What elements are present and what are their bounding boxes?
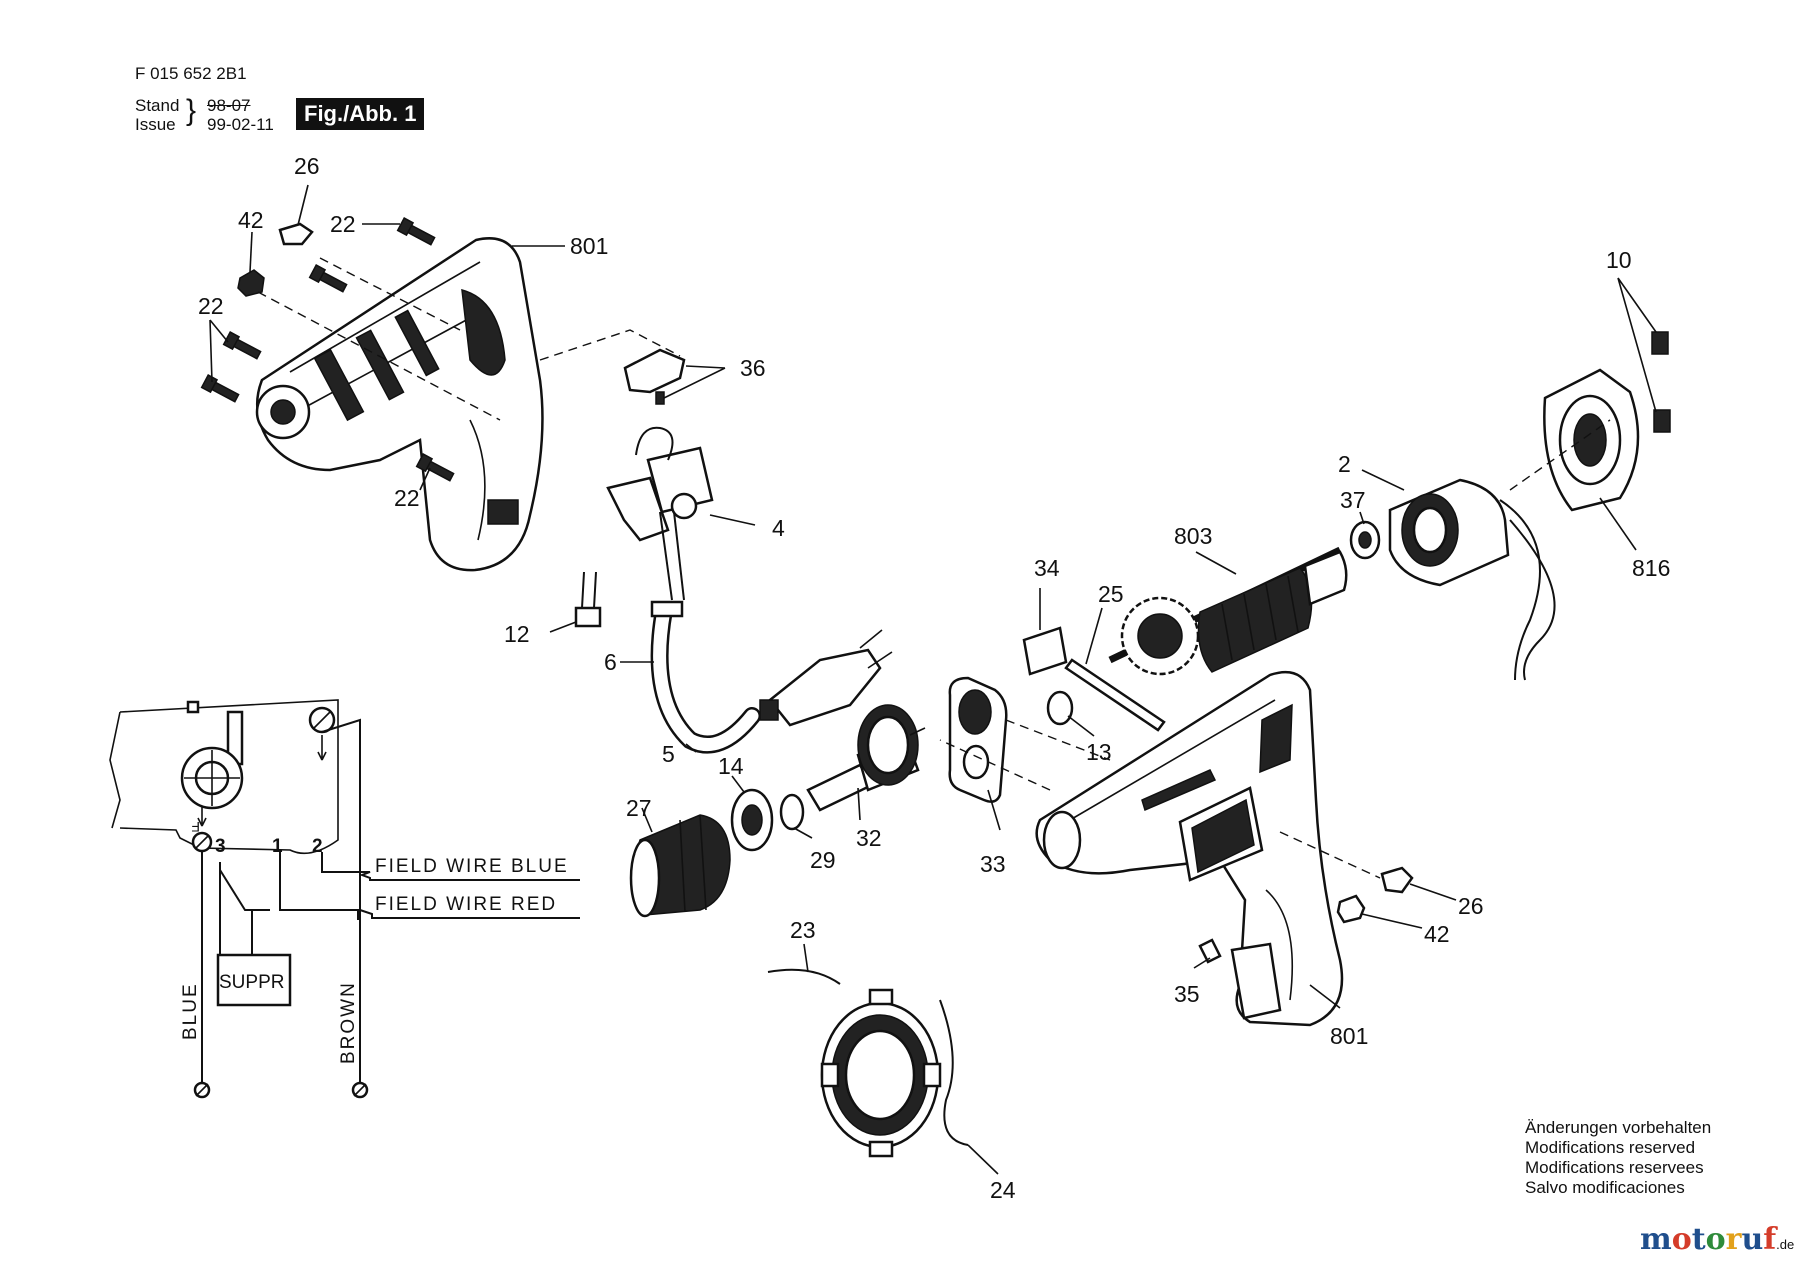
brown-label: BROWN bbox=[338, 981, 359, 1064]
latch-26-top bbox=[278, 222, 314, 246]
suppressor-label: SUPPR bbox=[219, 972, 284, 993]
label-35: 35 bbox=[1174, 981, 1200, 1007]
note-line-4: Salvo modificaciones bbox=[1525, 1178, 1685, 1197]
label-42-bottom: 42 bbox=[1424, 921, 1450, 947]
switch-4 bbox=[606, 426, 714, 601]
bearing-plate-33 bbox=[948, 676, 1008, 803]
issue-label: Issue bbox=[135, 115, 176, 134]
label-6: 6 bbox=[604, 649, 617, 675]
note-line-1: Änderungen vorbehalten bbox=[1525, 1118, 1712, 1137]
label-24: 24 bbox=[990, 1177, 1016, 1203]
label-801-bottom: 801 bbox=[1330, 1023, 1368, 1049]
issue-date: 99-02-11 bbox=[207, 115, 274, 134]
note-line-3: Modifications reservees bbox=[1525, 1158, 1704, 1177]
latch-26-bottom bbox=[1380, 866, 1414, 894]
terminal-2-label: 2 bbox=[312, 836, 323, 857]
label-42-top: 42 bbox=[238, 207, 264, 233]
logo-letter: f bbox=[1763, 1222, 1777, 1257]
f-mark-label: F bbox=[191, 819, 200, 835]
housing-half-left bbox=[255, 237, 544, 572]
armature-803 bbox=[1108, 546, 1348, 676]
chuck-27 bbox=[629, 814, 731, 918]
knob-42-top bbox=[237, 269, 265, 297]
logo-letter: o bbox=[1671, 1222, 1692, 1257]
label-14: 14 bbox=[718, 753, 744, 779]
field-coil-2 bbox=[1388, 478, 1556, 681]
note-line-2: Modifications reserved bbox=[1525, 1138, 1696, 1157]
leader-lines bbox=[209, 184, 1657, 1175]
screw-22-group bbox=[200, 217, 455, 482]
housing-half-right bbox=[1035, 670, 1344, 1027]
label-22-a: 22 bbox=[330, 211, 356, 237]
brace-icon: } bbox=[186, 94, 197, 127]
washer-13 bbox=[1046, 690, 1074, 726]
stator-23-24 bbox=[767, 968, 969, 1158]
brush-holder-816 bbox=[1543, 368, 1640, 512]
logo-letter: r bbox=[1725, 1222, 1742, 1257]
label-25: 25 bbox=[1098, 581, 1124, 607]
label-10: 10 bbox=[1606, 247, 1632, 273]
bearing-37 bbox=[1349, 520, 1381, 560]
terminal-1-label: 1 bbox=[272, 836, 283, 857]
label-803: 803 bbox=[1174, 523, 1212, 549]
plug-5 bbox=[759, 629, 893, 727]
key-25 bbox=[1064, 658, 1166, 732]
stand-date: 98-07 bbox=[207, 96, 251, 115]
stand-label: Stand bbox=[135, 96, 180, 115]
field-wire-blue-label: FIELD WIRE BLUE bbox=[375, 856, 569, 877]
label-22-c: 22 bbox=[394, 485, 420, 511]
spindle-gear-32 bbox=[806, 704, 926, 812]
label-32: 32 bbox=[856, 825, 882, 851]
label-801-top: 801 bbox=[570, 233, 608, 259]
knob-42-bottom bbox=[1336, 894, 1366, 924]
field-wire-red-label: FIELD WIRE RED bbox=[375, 894, 557, 915]
terminal-3-label: 3 bbox=[215, 836, 226, 857]
label-12: 12 bbox=[504, 621, 530, 647]
figure-badge: Fig./Abb. 1 bbox=[296, 98, 425, 130]
logo-letter: u bbox=[1741, 1222, 1764, 1257]
retaining-ring-29 bbox=[779, 793, 805, 831]
carbon-brushes-10 bbox=[1651, 331, 1671, 433]
motoruf-logo[interactable]: motoruf.de bbox=[1640, 1222, 1794, 1257]
label-816: 816 bbox=[1632, 555, 1670, 581]
capacitor-12 bbox=[574, 571, 602, 628]
label-27: 27 bbox=[626, 795, 652, 821]
wiring-schematic bbox=[109, 699, 580, 1099]
bearing-14 bbox=[730, 788, 774, 852]
switch-lever-36 bbox=[539, 329, 686, 405]
logo-wordmark: motoruf bbox=[1640, 1222, 1776, 1257]
label-23: 23 bbox=[790, 917, 816, 943]
label-22-b: 22 bbox=[198, 293, 224, 319]
logo-letter: m bbox=[1640, 1222, 1672, 1257]
label-33: 33 bbox=[980, 851, 1006, 877]
label-29: 29 bbox=[810, 847, 836, 873]
power-cable-6 bbox=[650, 600, 761, 754]
blue-label: BLUE bbox=[180, 982, 201, 1040]
label-34: 34 bbox=[1034, 555, 1060, 581]
logo-suffix: .de bbox=[1776, 1237, 1795, 1252]
logo-letter: t bbox=[1691, 1222, 1706, 1257]
label-13: 13 bbox=[1086, 739, 1112, 765]
label-26-top: 26 bbox=[294, 153, 320, 179]
label-37: 37 bbox=[1340, 487, 1366, 513]
document-number: F 015 652 2B1 bbox=[135, 64, 247, 83]
pin-35 bbox=[1198, 938, 1222, 964]
label-36: 36 bbox=[740, 355, 766, 381]
label-26-bottom: 26 bbox=[1458, 893, 1484, 919]
label-4: 4 bbox=[772, 515, 785, 541]
logo-letter: o bbox=[1705, 1222, 1726, 1257]
label-2: 2 bbox=[1338, 451, 1351, 477]
part-34 bbox=[1022, 626, 1068, 676]
label-5: 5 bbox=[662, 741, 675, 767]
